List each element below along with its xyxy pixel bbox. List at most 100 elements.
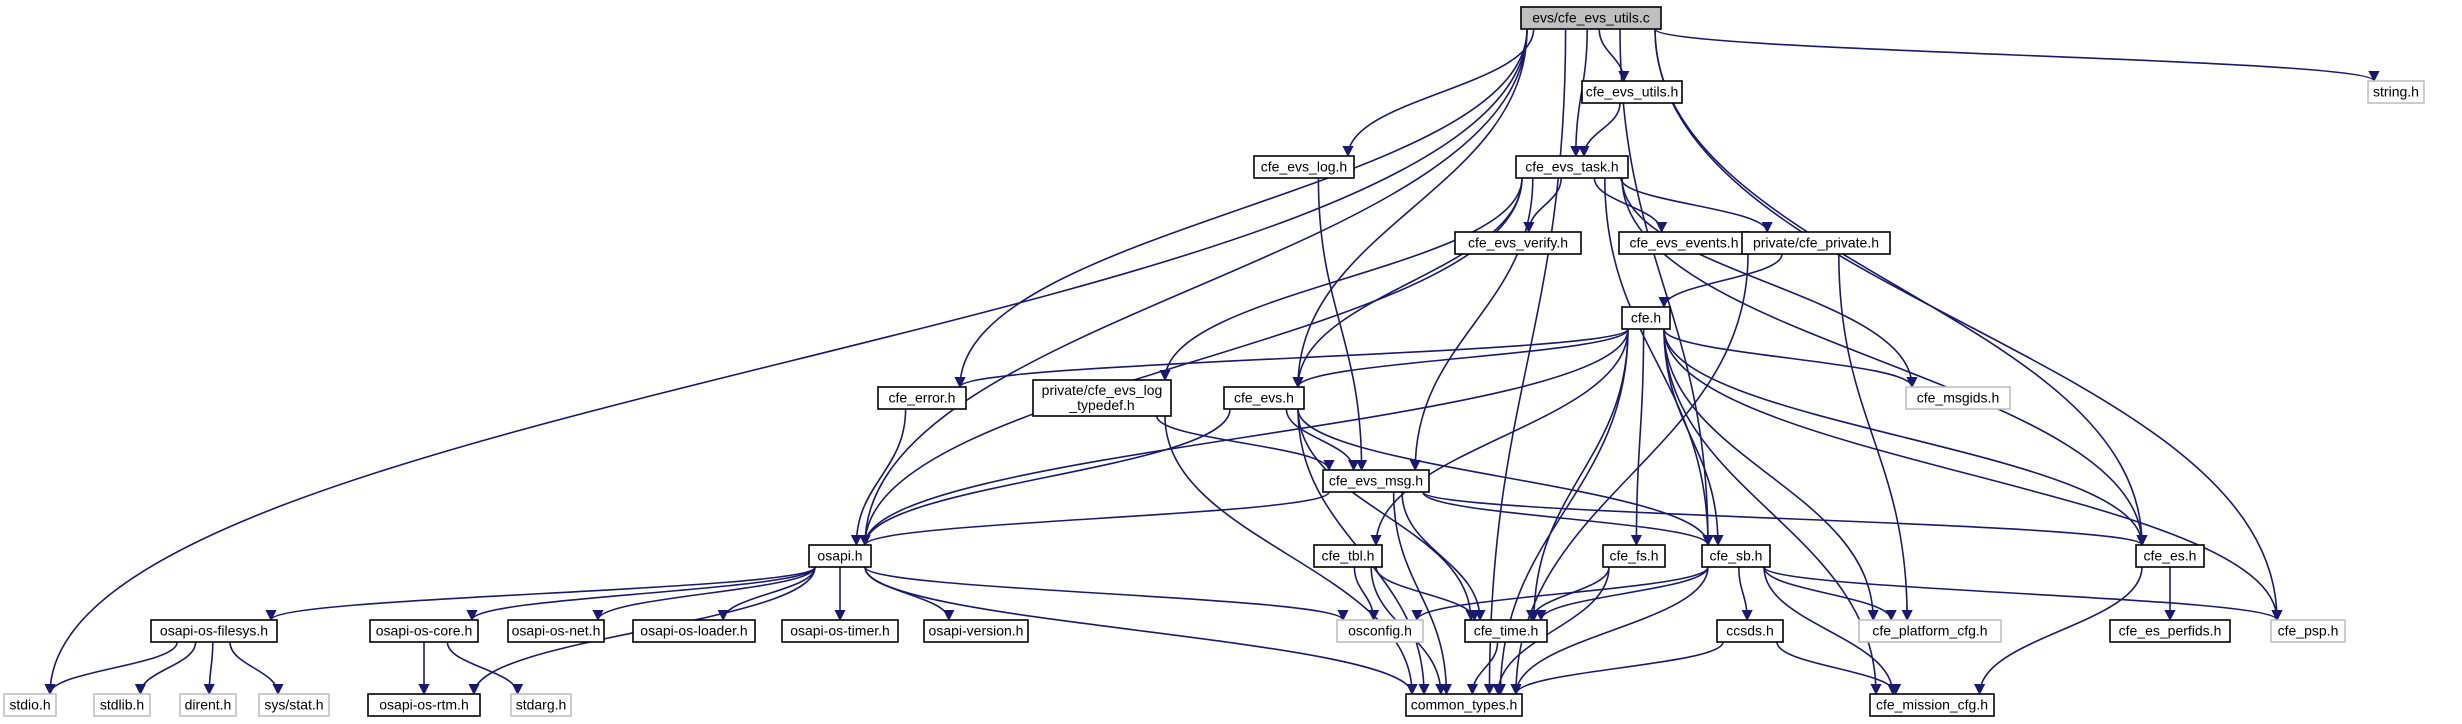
node-net[interactable]: osapi-os-net.h (507, 619, 605, 643)
node-cfe-private[interactable]: private/cfe_private.h (1741, 231, 1891, 255)
node-cfe[interactable]: cfe.h (1621, 306, 1671, 330)
node-fs[interactable]: cfe_fs.h (1602, 544, 1666, 568)
node-box (2109, 619, 2231, 643)
edge-cfe-to-cfe_error (954, 328, 1629, 389)
node-label: ccsds.h (1726, 623, 1773, 639)
node-box (923, 619, 1029, 643)
edge-osapi-to-osconfig (864, 566, 1349, 622)
node-box (367, 693, 481, 717)
edge-evs_task-to-evs_events (1593, 177, 1668, 234)
node-label: evs/cfe_evs_utils.c (1532, 10, 1650, 26)
node-label: cfe_error.h (889, 390, 956, 406)
edge-tbl-to-osconfig (1353, 566, 1380, 622)
node-label: osapi.h (817, 548, 862, 564)
edge-osapi-to-common_types (864, 566, 1418, 696)
node-evs-events[interactable]: cfe_evs_events.h (1618, 231, 1750, 255)
node-ccsds[interactable]: ccsds.h (1716, 619, 1784, 643)
node-time[interactable]: cfe_time.h (1464, 619, 1548, 643)
node-box (2135, 544, 2205, 568)
node-evs-verify[interactable]: cfe_evs_verify.h (1454, 231, 1582, 255)
node-label: cfe.h (1631, 310, 1661, 326)
edge-evs_msg-to-common_types (1392, 491, 1452, 696)
node-es[interactable]: cfe_es.h (2135, 544, 2205, 568)
edge-evs_task-to-evs_verify (1523, 177, 1562, 234)
node-stdlib: stdlib.h (93, 693, 151, 717)
node-box (1741, 231, 1891, 255)
node-label: sys/stat.h (264, 697, 323, 713)
node-platform-cfg: cfe_platform_cfg.h (1858, 619, 2002, 643)
node-tbl[interactable]: cfe_tbl.h (1313, 544, 1383, 568)
edge-evs_utils-to-evs_task (1578, 102, 1621, 158)
node-label: cfe_tbl.h (1322, 548, 1375, 564)
node-box (781, 619, 899, 643)
node-root[interactable]: evs/cfe_evs_utils.c (1520, 6, 1662, 30)
node-evs-task[interactable]: cfe_evs_task.h (1515, 155, 1629, 179)
node-box (258, 693, 330, 717)
node-common-types[interactable]: common_types.h (1405, 693, 1523, 717)
node-evs-log[interactable]: cfe_evs_log.h (1253, 155, 1355, 179)
node-rtm[interactable]: osapi-os-rtm.h (367, 693, 481, 717)
edge-cfe_error-to-osapi (850, 408, 907, 547)
edge-evs_msg-to-osapi (859, 491, 1330, 547)
node-label: cfe_es.h (2144, 548, 2197, 564)
node-dirent: dirent.h (179, 693, 237, 717)
node-layer: evs/cfe_evs_utils.c string.h cfe_evs_utils… (3, 6, 2425, 717)
node-osapi[interactable]: osapi.h (808, 544, 872, 568)
edge-evs_task-to-log_typedef (1159, 177, 1523, 382)
edge-evs-to-evs_msg (1285, 408, 1360, 472)
node-filesys[interactable]: osapi-os-filesys.h (150, 619, 278, 643)
node-box (808, 544, 872, 568)
node-psp: cfe_psp.h (2270, 619, 2346, 643)
node-string: string.h (2367, 80, 2425, 104)
edge-sb-to-ccsds (1738, 566, 1753, 622)
node-mission-cfg[interactable]: cfe_mission_cfg.h (1869, 693, 1995, 717)
node-loader[interactable]: osapi-os-loader.h (632, 619, 756, 643)
edge-osapi-to-core (466, 566, 816, 622)
node-evs-msg[interactable]: cfe_evs_msg.h (1322, 469, 1430, 493)
node-box (150, 619, 278, 643)
node-version[interactable]: osapi-version.h (923, 619, 1029, 643)
edge-root-to-common_types (1483, 28, 1567, 696)
edge-root-to-psp (1654, 28, 2283, 622)
edge-ccsds-to-mission_cfg (1776, 641, 1902, 696)
node-box (1621, 306, 1671, 330)
node-box (1858, 619, 2002, 643)
edge-root-to-sb (1619, 28, 1714, 547)
node-box (1905, 386, 2011, 410)
edge-filesys-to-dirent (203, 641, 215, 696)
node-log-typedef[interactable]: private/cfe_evs_log_typedef.h (1032, 379, 1172, 417)
node-label: osapi-os-rtm.h (379, 697, 468, 713)
node-stdarg: stdarg.h (510, 693, 572, 717)
edge-osapi-to-filesys (265, 566, 816, 622)
node-box (632, 619, 756, 643)
node-evs[interactable]: cfe_evs.h (1223, 386, 1305, 410)
edge-osapi-to-version (864, 566, 955, 622)
edge-evs_log-to-evs_msg (1317, 177, 1368, 472)
node-box (179, 693, 237, 717)
node-sb[interactable]: cfe_sb.h (1701, 544, 1771, 568)
edge-root-to-stdio (44, 28, 1528, 696)
edge-evs_task-to-evs_msg (1409, 177, 1534, 472)
edge-evs_task-to-cfe_private (1620, 177, 1773, 234)
node-cfe-error[interactable]: cfe_error.h (877, 386, 967, 410)
edge-sb-to-common_types (1510, 566, 1709, 696)
edge-evs-to-osapi (859, 408, 1231, 547)
edge-sb-to-psp (1763, 566, 2283, 622)
node-box (1464, 619, 1548, 643)
node-box (507, 619, 605, 643)
edge-root-to-evs_log (1342, 28, 1535, 158)
node-sysstat: sys/stat.h (258, 693, 330, 717)
node-timer[interactable]: osapi-os-timer.h (781, 619, 899, 643)
node-label: osapi-os-filesys.h (160, 623, 268, 639)
edge-filesys-to-sysstat (229, 641, 284, 696)
node-evs-utils[interactable]: cfe_evs_utils.h (1581, 80, 1683, 104)
edge-core-to-stdarg (446, 641, 524, 696)
node-box (1405, 693, 1523, 717)
node-es-perfids[interactable]: cfe_es_perfids.h (2109, 619, 2231, 643)
node-box (1454, 231, 1582, 255)
node-core[interactable]: osapi-os-core.h (369, 619, 479, 643)
node-label: stdarg.h (516, 697, 567, 713)
node-box (1581, 80, 1683, 104)
node-box (93, 693, 151, 717)
edge-fs-to-common_types (1492, 566, 1610, 696)
